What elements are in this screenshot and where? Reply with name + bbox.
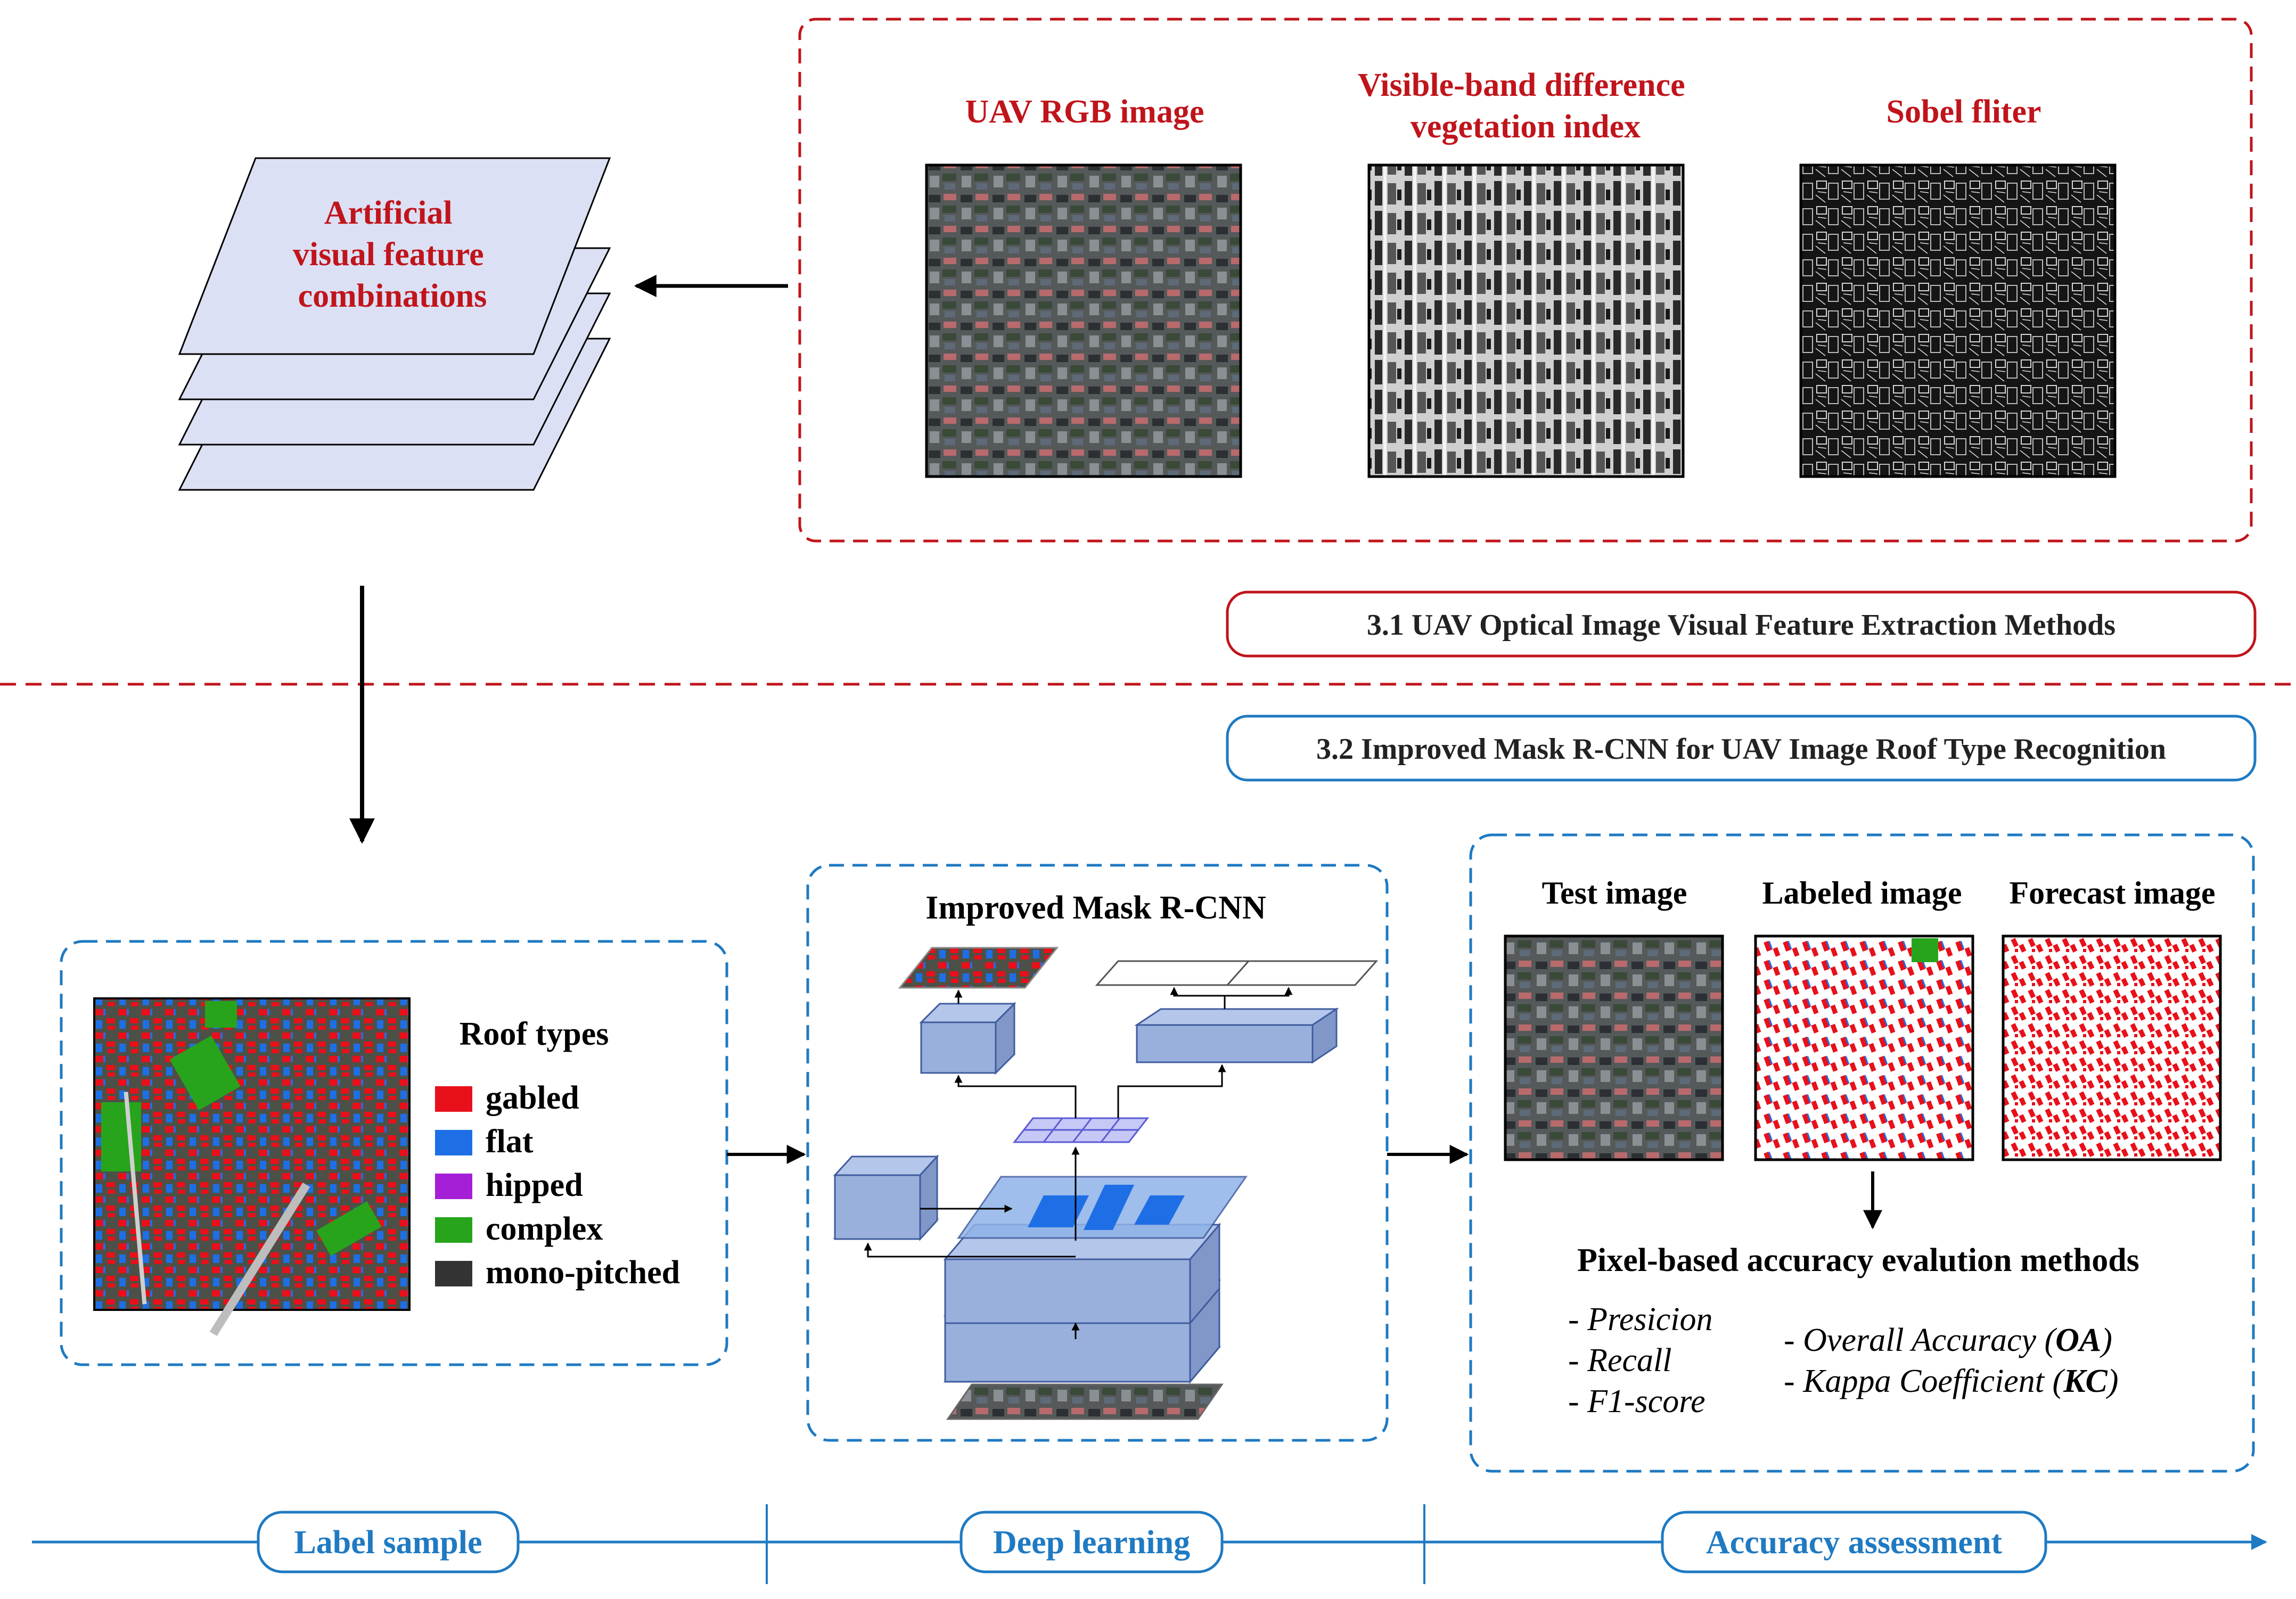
legend-swatch-hipped <box>435 1174 472 1199</box>
metric-precision: - Presicion <box>1568 1301 1712 1338</box>
vdvi-title: Visible-band difference vegetation index <box>1358 67 1693 145</box>
legend-label-complex: complex <box>486 1211 603 1247</box>
metrics-right: - Overall Accuracy (OA) - Kappa Coeffici… <box>1784 1322 2119 1399</box>
accuracy-assessment-box <box>1469 833 2255 1473</box>
metric-recall: - Recall <box>1568 1342 1672 1379</box>
metric-kappa: - Kappa Coefficient (KC) <box>1784 1363 2119 1399</box>
legend-label-hipped: hipped <box>486 1167 583 1203</box>
timeline-accuracy-assessment: Accuracy assessment <box>1706 1524 2003 1561</box>
legend-swatch-mono-pitched <box>435 1261 472 1286</box>
feature-extraction-box <box>798 18 2253 543</box>
mask-output-sheet <box>898 947 1059 989</box>
metric-f1-score: - F1-score <box>1568 1383 1705 1420</box>
layers-label-line: combinations <box>298 278 487 314</box>
input-image-sheet <box>946 1383 1224 1420</box>
sobel-title: Sobel fliter <box>1887 94 2041 130</box>
complex-roof-overlays <box>101 1001 382 1336</box>
metric-overall-accuracy: - Overall Accuracy (OA) <box>1784 1322 2112 1358</box>
roof-type-legend: gabled flat hipped complex mono-pitched <box>435 1080 680 1291</box>
mask-rcnn-architecture <box>833 947 1379 1420</box>
layers-label-line: Artificial <box>324 195 453 231</box>
vdvi-image <box>1367 163 1685 478</box>
labeled-sample-image <box>93 997 411 1311</box>
timeline-label-sample-box <box>257 1511 520 1573</box>
box-output-sheet <box>1225 960 1379 986</box>
class-output-sheet <box>1095 960 1251 986</box>
legend-swatch-flat <box>435 1130 472 1155</box>
forecast-image <box>2002 934 2222 1161</box>
legend-swatch-complex <box>435 1217 472 1243</box>
legend-swatch-gabled <box>435 1086 472 1112</box>
labeled-image-title: Labeled image <box>1762 875 1962 911</box>
timeline-accuracy-box <box>1661 1511 2047 1573</box>
feature-layer-stack <box>178 157 611 491</box>
labeled-image <box>1754 934 1974 1161</box>
timeline-label-sample: Label sample <box>294 1524 482 1561</box>
layers-label: Artificial visual feature combinations <box>293 195 492 314</box>
sobel-filter-image <box>1799 163 2117 478</box>
labeled-image-complex-roof <box>1912 938 1938 962</box>
timeline-deep-learning-box <box>960 1511 1224 1573</box>
deep-learning-title: Improved Mask R-CNN <box>925 890 1266 926</box>
uav-rgb-title: UAV RGB image <box>965 94 1204 130</box>
metrics-left: - Presicion - Recall - F1-score <box>1568 1301 1712 1420</box>
section-3-2-label: 3.2 Improved Mask R-CNN for UAV Image Ro… <box>1316 733 2166 766</box>
legend-label-gabled: gabled <box>486 1080 579 1116</box>
layers-label-line: visual feature <box>293 236 484 273</box>
forecast-image-title: Forecast image <box>2009 875 2215 911</box>
timeline-deep-learning: Deep learning <box>993 1524 1190 1561</box>
vdvi-title-line: vegetation index <box>1411 109 1641 145</box>
deep-learning-box <box>806 864 1389 1442</box>
methods-title: Pixel-based accuracy evalution methods <box>1577 1242 2139 1278</box>
legend-label-flat: flat <box>486 1124 534 1160</box>
section-3-1-label: 3.1 UAV Optical Image Visual Feature Ext… <box>1367 609 2115 642</box>
test-image-title: Test image <box>1542 875 1687 911</box>
section-3-1-box <box>1226 591 2257 658</box>
uav-rgb-image <box>925 163 1242 478</box>
test-image <box>1504 934 1724 1161</box>
architecture-connectors <box>864 987 1293 1339</box>
legend-title: Roof types <box>460 1016 609 1052</box>
legend-label-mono-pitched: mono-pitched <box>486 1254 680 1291</box>
section-3-2-box <box>1226 715 2257 782</box>
vdvi-title-line: Visible-band difference <box>1358 67 1685 103</box>
